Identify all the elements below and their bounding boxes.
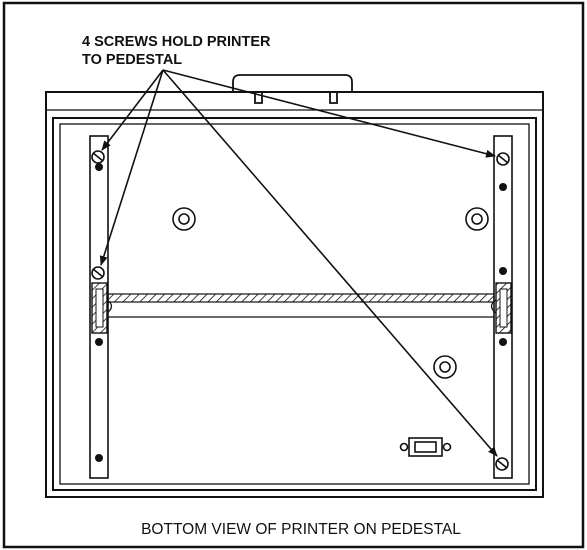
screw-bottom-right xyxy=(495,457,509,471)
rail-holes xyxy=(95,163,507,462)
callout-label: 4 SCREWS HOLD PRINTER TO PEDESTAL xyxy=(82,34,275,68)
connector-icon xyxy=(399,437,452,457)
rail-hole xyxy=(95,338,103,346)
leader-arrow-top-right xyxy=(162,69,496,158)
right-rail-bracket xyxy=(490,282,512,334)
screw-top-left xyxy=(91,150,105,164)
rail-hole xyxy=(499,338,507,346)
leader-arrow-mid-left xyxy=(99,69,164,266)
pedestal-left-rail xyxy=(89,135,109,479)
boss-upper-left xyxy=(172,207,196,231)
rail-hole xyxy=(95,454,103,462)
boss-upper-right xyxy=(465,207,489,231)
callout-line-1: 4 SCREWS HOLD PRINTER xyxy=(82,34,271,50)
screw-mid-left xyxy=(91,266,105,280)
screw-top-right xyxy=(496,152,510,166)
boss-lower xyxy=(433,355,457,379)
rail-hole xyxy=(95,163,103,171)
pedestal-cross-member xyxy=(107,293,495,318)
callout-line-2: TO PEDESTAL xyxy=(82,52,182,68)
printer-body xyxy=(45,91,544,498)
leader-arrow-top-left xyxy=(101,69,164,151)
leader-arrow-bottom-right xyxy=(162,69,498,457)
rail-hole xyxy=(499,267,507,275)
figure-caption: BOTTOM VIEW OF PRINTER ON PEDESTAL xyxy=(141,521,461,538)
leader-arrows xyxy=(99,69,498,457)
left-rail-bracket xyxy=(91,282,113,334)
pedestal-right-rail xyxy=(493,135,513,479)
printer-handle xyxy=(232,74,353,104)
rail-hole xyxy=(499,183,507,191)
